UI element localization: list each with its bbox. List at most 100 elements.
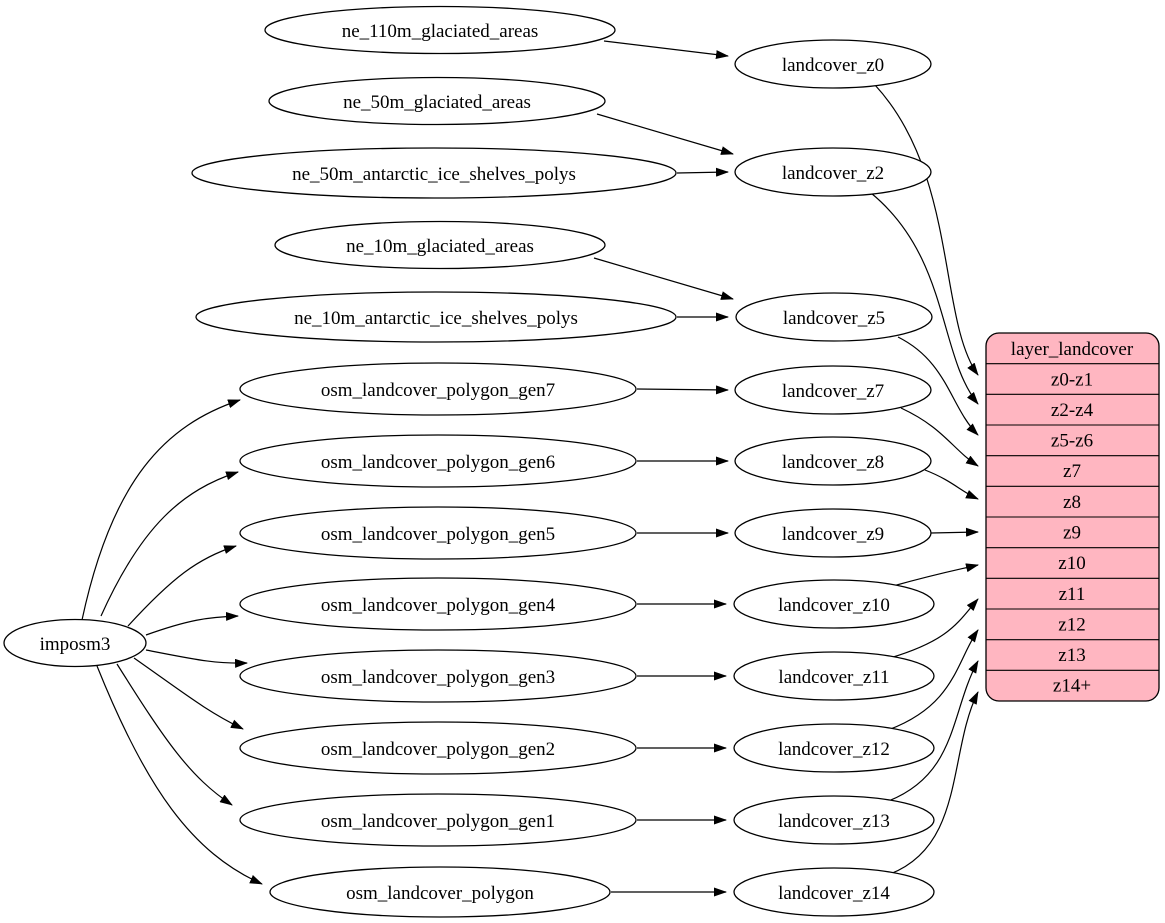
edge-imposm3-to-polygon [96,665,263,885]
node-landcover-z11: landcover_z11 [733,651,935,701]
record-row-z8: z8 [1063,492,1081,513]
node-label: osm_landcover_polygon_gen4 [321,595,556,616]
node-label: osm_landcover_polygon_gen5 [321,524,555,545]
node-ellipse [3,618,147,668]
edge-z0-to-row-z0-z1 [874,84,979,376]
node-label: osm_landcover_polygon_gen6 [321,452,555,473]
edges-to-layer [870,84,979,875]
record-row-z12: z12 [1058,615,1085,636]
edge-z8-to-row-z8 [924,469,979,500]
node-ne-10m-antarctic-ice-shelves-polys: ne_10m_antarctic_ice_shelves_polys [195,291,677,343]
node-ellipse [268,76,606,126]
edge-ne50m-gl-to-z2 [596,113,734,155]
node-osm-landcover-polygon-gen7: osm_landcover_polygon_gen7 [239,362,637,416]
edge-z5-to-row-z5-z6 [897,336,979,436]
node-landcover-z7: landcover_z7 [734,365,932,415]
edge-imposm3-to-gen2 [133,657,244,730]
edge-z11-to-row-z11 [889,598,979,659]
node-landcover-z9: landcover_z9 [734,508,932,558]
edge-imposm3-to-gen7 [81,399,241,621]
edge-z12-to-row-z12 [887,629,979,731]
node-landcover-z8: landcover_z8 [734,436,932,486]
node-landcover-z10: landcover_z10 [733,579,935,629]
node-label: osm_landcover_polygon_gen3 [321,667,555,688]
node-label: ne_50m_glaciated_areas [343,92,531,113]
node-osm-landcover-polygon-gen6: osm_landcover_polygon_gen6 [239,434,637,488]
node-ne-50m-antarctic-ice-shelves-polys: ne_50m_antarctic_ice_shelves_polys [191,147,677,199]
record-row-z10: z10 [1058,553,1085,574]
edge-imposm3-to-gen5 [127,545,237,627]
node-ellipse [733,579,935,629]
edge-gen7-to-z7 [636,385,729,395]
edge-imposm3-to-gen4 [145,611,239,636]
record-row-z14plus: z14+ [1053,676,1091,697]
node-label: landcover_z5 [783,308,885,329]
node-ne-50m-glaciated-areas: ne_50m_glaciated_areas [268,76,606,126]
node-ellipse [264,5,616,55]
node-label: ne_10m_antarctic_ice_shelves_polys [294,308,578,329]
node-label: landcover_z11 [778,667,889,688]
edge-imposm3-to-gen3 [145,649,248,668]
node-imposm3: imposm3 [3,618,147,668]
node-ellipse [734,365,932,415]
edge-z7-to-row-z7 [900,407,979,467]
node-label: ne_10m_glaciated_areas [346,236,534,257]
node-ellipse [195,291,677,343]
node-ellipse [733,795,935,845]
node-ellipse [239,362,637,416]
node-osm-landcover-polygon: osm_landcover_polygon [269,866,611,918]
edge-z10-to-row-z10 [892,563,979,587]
node-osm-landcover-polygon-gen4: osm_landcover_polygon_gen4 [239,577,637,631]
edge-z2-to-row-z2-z4 [870,192,979,405]
node-osm-landcover-polygon-gen3: osm_landcover_polygon_gen3 [239,649,637,703]
node-label: osm_landcover_polygon_gen1 [321,811,555,832]
node-label: landcover_z9 [782,524,884,545]
node-landcover-z0: landcover_z0 [734,39,932,89]
node-ellipse [239,721,637,775]
edges-sources [593,40,734,897]
node-ellipse [274,220,606,270]
node-label: landcover_z8 [782,452,884,473]
node-label: osm_landcover_polygon_gen2 [321,739,555,760]
record-row-z7: z7 [1063,461,1081,482]
node-label: imposm3 [40,634,111,655]
record-layer-landcover: layer_landcover z0-z1 z2-z4 z5-z6 z7 z8 … [985,332,1160,702]
node-label: landcover_z2 [782,163,884,184]
node-ellipse [733,723,935,773]
node-ellipse [734,508,932,558]
node-landcover-z14: landcover_z14 [733,867,935,917]
edge-z9-to-row-z9 [930,527,979,537]
node-ellipse [239,649,637,703]
node-label: landcover_z0 [782,55,884,76]
node-ellipse [733,651,935,701]
node-osm-landcover-polygon-gen1: osm_landcover_polygon_gen1 [239,793,637,847]
node-ne-110m-glaciated-areas: ne_110m_glaciated_areas [264,5,616,55]
record-row-z5-z6: z5-z6 [1051,431,1093,452]
node-ellipse [734,147,932,197]
edge-z14-to-row-z14plus [889,691,979,875]
node-landcover-z2: landcover_z2 [734,147,932,197]
node-landcover-z12: landcover_z12 [733,723,935,773]
edge-ne10m-gl-to-z5 [593,257,734,300]
record-row-z9: z9 [1063,523,1081,544]
edge-ne110m-to-z0 [603,40,729,60]
node-label: landcover_z10 [778,595,890,616]
node-ellipse [269,866,611,918]
node-label: ne_50m_antarctic_ice_shelves_polys [292,164,576,185]
node-ellipse [733,867,935,917]
record-title: layer_landcover [1011,339,1134,360]
node-ellipse [191,147,677,199]
record-row-z13: z13 [1058,645,1085,666]
node-ellipse [239,434,637,488]
node-ellipse [239,793,637,847]
edge-imposm3-to-gen1 [116,663,233,806]
node-landcover-z13: landcover_z13 [733,795,935,845]
node-ellipse [735,292,933,342]
node-label: ne_110m_glaciated_areas [342,21,539,42]
node-label: osm_landcover_polygon_gen7 [321,380,555,401]
record-row-z11: z11 [1059,584,1086,605]
edge-imposm3-to-gen6 [100,471,239,617]
node-ellipse [239,577,637,631]
node-label: landcover_z14 [778,883,890,904]
